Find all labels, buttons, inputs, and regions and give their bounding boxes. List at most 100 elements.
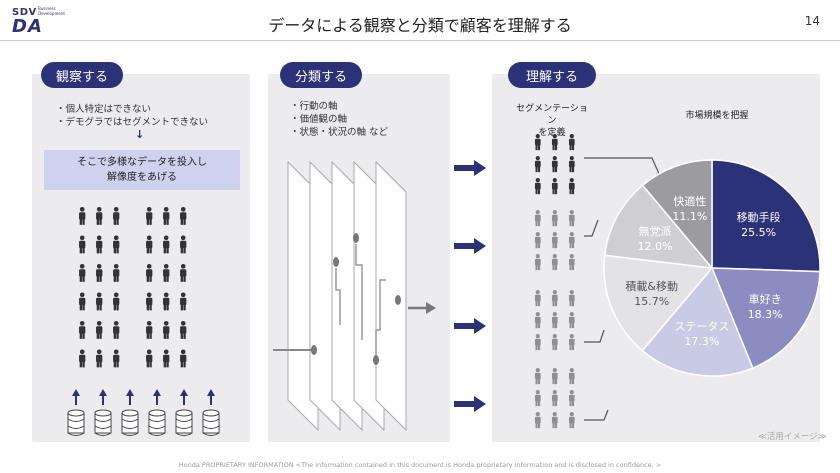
person-icon (79, 207, 86, 225)
classify-bullet: ・状態・状況の軸 など (290, 127, 389, 138)
person-icon (96, 321, 103, 339)
observe-bullets: ・個人特定はできない ・デモグラではセグメントできない (56, 103, 208, 129)
logo-sdv: SDV (12, 7, 37, 18)
person-icon (180, 321, 187, 339)
pie-slice-label: 無党派 (638, 224, 671, 238)
people-database-graphic (67, 207, 220, 436)
right-arrow-icon (454, 318, 486, 334)
person-icon (180, 235, 187, 254)
person-icon (146, 349, 153, 368)
pie-slice (603, 254, 714, 352)
segment-pie-graphic: 移動手段25.5%車好き18.3%ステータス17.3%積載&移動15.7%無党派… (534, 134, 820, 429)
page-title: データによる観察と分類で顧客を理解する (268, 16, 572, 35)
person-icon (568, 334, 575, 351)
person-icon (163, 235, 170, 254)
observe-bullet: ・個人特定はできない (56, 104, 152, 115)
segment-connector (584, 409, 609, 421)
person-icon (534, 290, 541, 307)
person-icon (113, 235, 120, 254)
person-icon (113, 207, 120, 225)
right-arrow-icon (454, 238, 486, 254)
person-icon (534, 368, 541, 385)
database-icon (175, 409, 193, 436)
person-icon (163, 349, 170, 368)
person-icon (146, 207, 153, 225)
node-pin (373, 355, 379, 365)
observe-panel (32, 74, 250, 442)
pie-slice-value: 12.0% (638, 240, 673, 253)
person-icon (551, 312, 558, 329)
person-icon (551, 232, 558, 249)
pie-slice (641, 266, 754, 377)
person-icon (568, 412, 575, 429)
person-icon (180, 292, 187, 311)
up-arrow-icon (153, 389, 161, 405)
database-icon (148, 409, 166, 436)
person-icon (551, 290, 558, 307)
page-number: 14 (804, 14, 820, 28)
person-icon (163, 207, 170, 225)
up-arrow-icon (180, 389, 188, 405)
person-icon (568, 368, 575, 385)
person-icon (568, 134, 575, 151)
layer-sheet (375, 160, 407, 432)
node-pin (311, 345, 317, 355)
person-icon (551, 210, 558, 227)
node-pin (395, 295, 401, 305)
person-icon (534, 390, 541, 407)
title-divider (0, 40, 840, 41)
usage-image-note: ≪活用イメージ≫ (758, 432, 827, 442)
person-icon (568, 178, 575, 195)
person-icon (163, 321, 170, 339)
segment-connector (584, 157, 661, 177)
person-icon (79, 349, 86, 368)
person-icon (568, 390, 575, 407)
pie-slice-value: 15.7% (634, 295, 669, 308)
person-icon (568, 312, 575, 329)
person-icon (96, 349, 103, 368)
node-pin (353, 233, 359, 243)
pie-slice (710, 267, 820, 369)
person-icon (551, 134, 558, 151)
person-icon (180, 264, 187, 282)
person-icon (568, 232, 575, 249)
person-icon (534, 412, 541, 429)
classify-bullets: ・行動の軸 ・価値観の軸 ・状態・状況の軸 など (290, 100, 388, 139)
footer-notice: Honda PROPRIETARY INFORMATION <The infor… (178, 461, 662, 469)
up-arrow-icon (207, 389, 215, 405)
person-icon (79, 321, 86, 339)
right-arrow-icon (454, 160, 486, 176)
segment-connector (584, 329, 605, 343)
segmentation-label: セグメンテーション を定義 (516, 104, 588, 138)
person-icon (534, 134, 541, 151)
person-icon (551, 390, 558, 407)
person-icon (146, 321, 153, 339)
output-arrow-icon (426, 302, 436, 314)
pie-slice-label: 快適性 (673, 194, 706, 208)
person-icon (96, 207, 103, 225)
person-icon (113, 349, 120, 368)
person-icon (568, 156, 575, 173)
person-icon (551, 178, 558, 195)
pie-slice (641, 159, 713, 271)
classify-label: 分類する (280, 62, 362, 88)
database-icon (94, 409, 112, 436)
person-icon (551, 368, 558, 385)
right-arrow-icon (454, 396, 486, 412)
person-icon (113, 264, 120, 282)
person-icon (534, 312, 541, 329)
pie-slice-value: 25.5% (741, 226, 776, 239)
person-icon (551, 156, 558, 173)
pie-slice-value: 17.3% (684, 335, 719, 348)
up-arrow-icon (126, 389, 134, 405)
person-icon (551, 334, 558, 351)
understand-label: 理解する (508, 62, 596, 88)
person-icon (568, 290, 575, 307)
person-icon (568, 210, 575, 227)
person-icon (163, 264, 170, 282)
person-icon (551, 254, 558, 271)
observe-bullet: ・デモグラではセグメントできない (56, 117, 209, 128)
pie-slice-label: 移動手段 (737, 210, 781, 224)
person-icon (534, 334, 541, 351)
logo-subtitle: Business Development (38, 6, 65, 16)
